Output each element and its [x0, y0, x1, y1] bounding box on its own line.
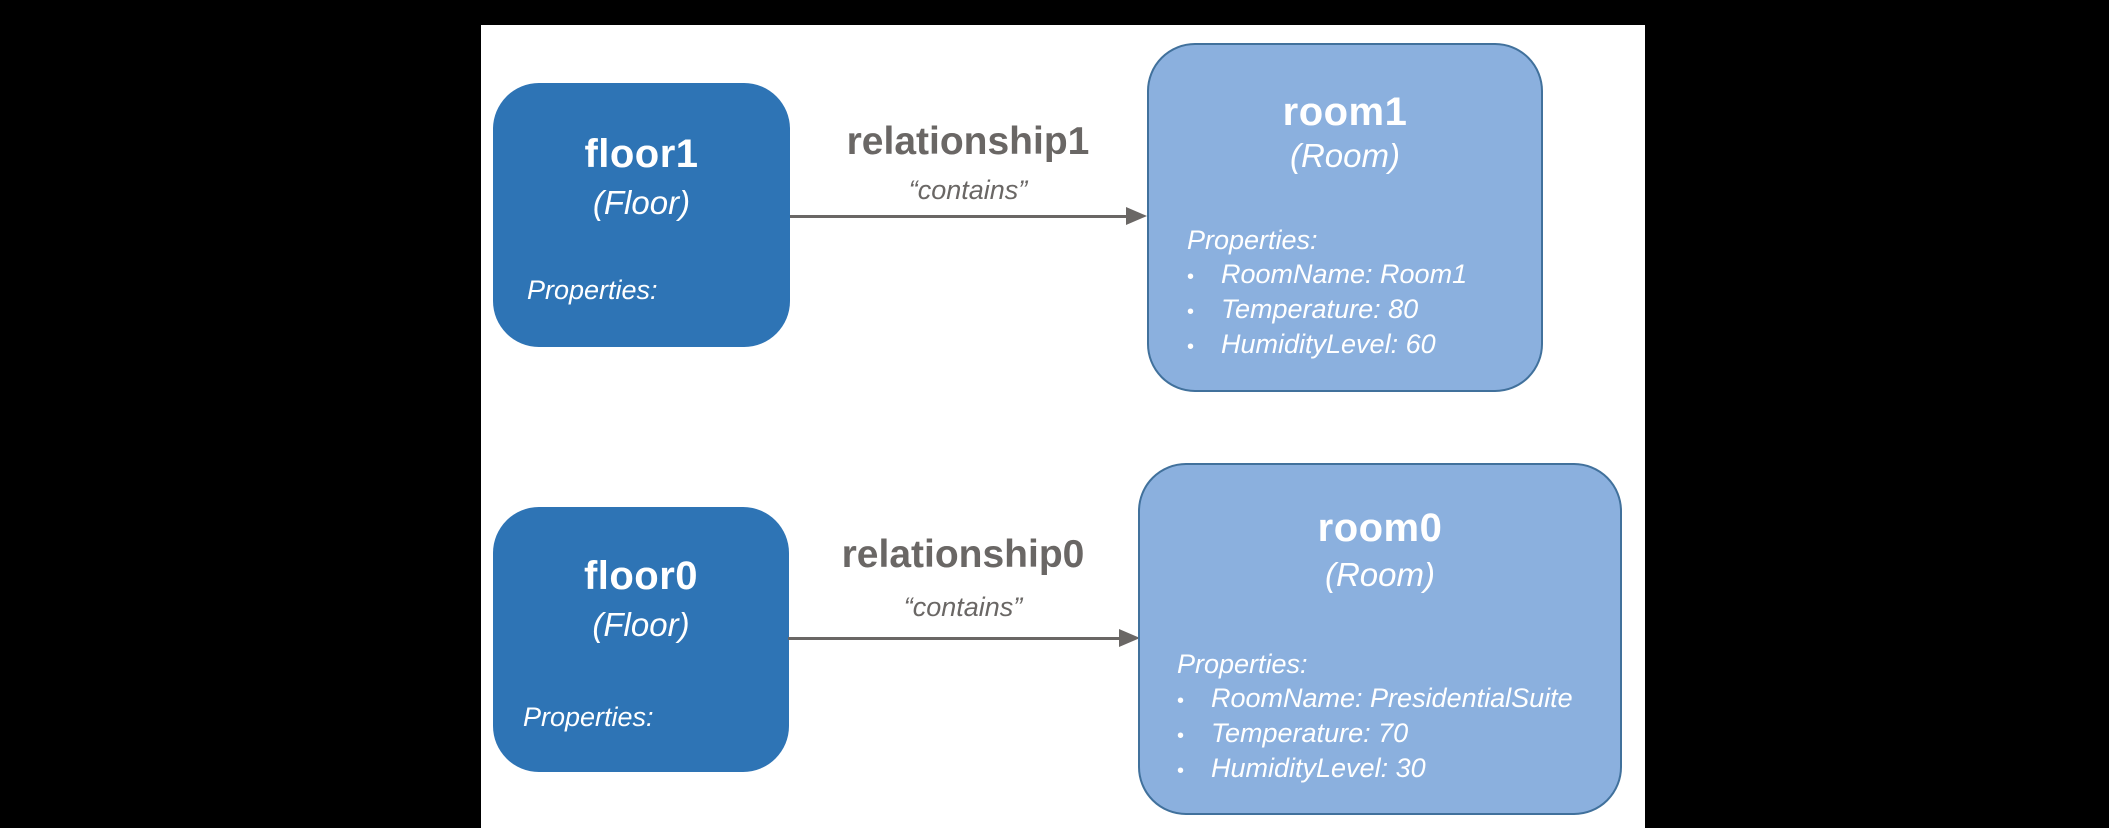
property-item: • RoomName: Room1	[1187, 257, 1527, 292]
room0-node: room0 (Room) Properties: • RoomName: Pre…	[1138, 463, 1622, 815]
floor1-node: floor1 (Floor) Properties:	[493, 83, 790, 347]
room1-title: room1	[1282, 90, 1408, 134]
arrow-line	[788, 637, 1119, 640]
property-text: RoomName: PresidentialSuite	[1211, 683, 1573, 713]
properties-label: Properties:	[1177, 649, 1308, 679]
property-text: RoomName: Room1	[1221, 259, 1468, 289]
slide-background: floor1 (Floor) Properties: relationship1…	[481, 25, 1645, 828]
floor1-model-type: (Floor)	[592, 184, 691, 221]
properties-label: Properties:	[523, 702, 654, 732]
property-item: • Temperature: 70	[1177, 716, 1606, 751]
properties-label: Properties:	[527, 275, 658, 305]
relationship1-predicate: “contains”	[908, 175, 1028, 205]
properties-label: Properties:	[1187, 225, 1318, 255]
floor0-model-type: (Floor)	[592, 606, 690, 643]
floor0-node: floor0 (Floor) Properties:	[493, 507, 789, 772]
room1-model-type: (Room)	[1289, 137, 1400, 174]
relationship0-label: relationship0	[841, 533, 1085, 576]
property-text: HumidityLevel: 60	[1221, 329, 1436, 359]
property-item: • Temperature: 80	[1187, 292, 1527, 327]
room0-title: room0	[1317, 506, 1443, 550]
bullet-icon: •	[1187, 336, 1195, 358]
room1-node: room1 (Room) Properties: • RoomName: Roo…	[1147, 43, 1543, 392]
floor1-title: floor1	[584, 132, 699, 176]
floor0-properties: Properties:	[523, 700, 654, 734]
relationship1-label: relationship1	[846, 120, 1090, 163]
relationship0-arrow	[788, 629, 1140, 648]
bullet-icon: •	[1177, 725, 1185, 747]
relationship1-arrow	[790, 207, 1147, 226]
arrowhead-icon	[1126, 207, 1147, 225]
room1-properties: Properties: • RoomName: Room1 • Temperat…	[1187, 223, 1527, 362]
room0-properties: Properties: • RoomName: PresidentialSuit…	[1177, 647, 1606, 786]
property-item: • HumidityLevel: 30	[1177, 751, 1606, 786]
bullet-icon: •	[1187, 266, 1195, 288]
property-text: HumidityLevel: 30	[1211, 753, 1426, 783]
property-item: • RoomName: PresidentialSuite	[1177, 681, 1606, 716]
floor1-properties: Properties:	[527, 273, 658, 307]
relationship0-predicate: “contains”	[903, 592, 1023, 622]
bullet-icon: •	[1187, 301, 1195, 323]
bullet-icon: •	[1177, 690, 1185, 712]
floor0-title: floor0	[583, 554, 699, 598]
bullet-icon: •	[1177, 760, 1185, 782]
arrowhead-icon	[1119, 629, 1140, 647]
property-text: Temperature: 80	[1221, 294, 1419, 324]
arrow-line	[790, 215, 1126, 218]
property-text: Temperature: 70	[1211, 718, 1409, 748]
room0-model-type: (Room)	[1324, 556, 1435, 593]
property-item: • HumidityLevel: 60	[1187, 327, 1527, 362]
